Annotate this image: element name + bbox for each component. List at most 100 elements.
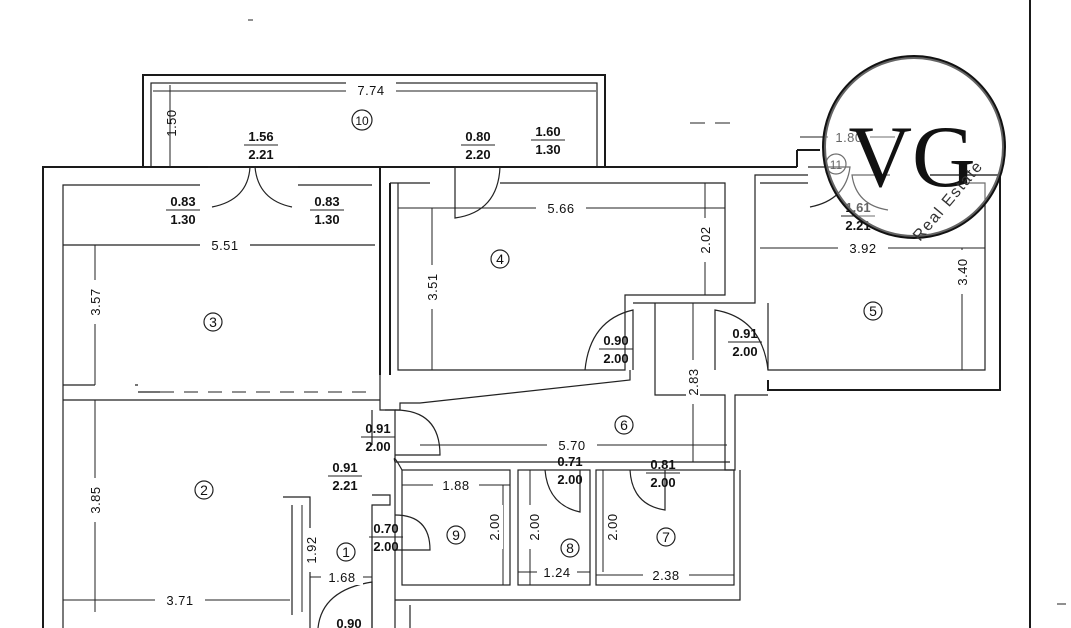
inner-wall-left xyxy=(62,184,372,628)
room-marker-3: 3 xyxy=(203,312,223,332)
dim-label-room1-width: 1.68 xyxy=(328,570,355,585)
dim-label-hall-height: 2.83 xyxy=(686,368,701,395)
logo-letters: VG xyxy=(848,109,975,206)
opening-width: 0.90 xyxy=(603,333,628,348)
opening-width: 0.91 xyxy=(732,326,757,341)
logo-ring xyxy=(822,55,1006,239)
dim-label-room1-depth: 1.92 xyxy=(304,536,319,563)
opening-width: 0.91 xyxy=(365,421,390,436)
room11-door-right xyxy=(851,174,890,211)
dim-label-room9-width: 1.88 xyxy=(442,478,469,493)
dim-label-balcony-width: 7.74 xyxy=(357,83,384,98)
dim-label-room4-depth: 3.51 xyxy=(425,273,440,300)
dimension-labels: 7.74 1.50 5.51 3.57 5.66 3.51 2.02 3.92 … xyxy=(88,82,970,608)
room-marker-2: 2 xyxy=(194,480,214,500)
opening-9: 0.91 2.21 xyxy=(328,460,362,493)
opening-12: 0.70 2.00 xyxy=(369,521,403,554)
dim-label-room5-width: 3.92 xyxy=(849,241,876,256)
opening-width: 0.91 xyxy=(332,460,357,475)
room2-right-wall xyxy=(283,496,311,628)
opening-height: 1.30 xyxy=(170,212,195,227)
dim-label-room5-depth: 3.40 xyxy=(955,258,970,285)
opening-width: 0.81 xyxy=(650,457,675,472)
opening-width: 0.70 xyxy=(373,521,398,536)
opening-height: 2.00 xyxy=(650,475,675,490)
room-marker-8: 8 xyxy=(560,538,580,558)
room4-right-wall xyxy=(633,174,808,304)
room4-inner-wall xyxy=(390,182,726,371)
room1-right-wall xyxy=(371,410,391,628)
opening-height: 2.20 xyxy=(465,147,490,162)
room-number: 3 xyxy=(209,314,217,330)
opening-8: 0.91 2.00 xyxy=(361,421,395,454)
opening-width: 0.90 xyxy=(336,616,361,628)
opening-width: 0.83 xyxy=(314,194,339,209)
room9-door xyxy=(394,514,431,551)
room-number: 6 xyxy=(620,417,628,433)
room5-hall-door xyxy=(714,309,769,371)
dim-label-room7-depth: 2.00 xyxy=(605,513,620,540)
opening-height: 2.21 xyxy=(332,478,357,493)
dim-label-room8-depth: 2.00 xyxy=(527,513,542,540)
room9-walls xyxy=(401,469,511,586)
room-number: 2 xyxy=(200,482,208,498)
vg-real-estate-logo: VG Real Estate xyxy=(822,55,1006,245)
room4-top-outer xyxy=(380,150,798,168)
opening-7: 0.91 2.00 xyxy=(728,326,762,359)
hall-top-wall xyxy=(379,370,631,411)
room-number: 7 xyxy=(662,529,670,545)
opening-width: 1.60 xyxy=(535,124,560,139)
dim-label-room3-depth: 3.57 xyxy=(88,288,103,315)
dim-label-room4-right: 2.02 xyxy=(698,226,713,253)
bottom-wall xyxy=(395,470,741,601)
room2-hall-door xyxy=(394,409,441,456)
room-marker-7: 7 xyxy=(656,527,676,547)
opening-4: 0.83 1.30 xyxy=(310,194,344,227)
room4-door xyxy=(454,166,501,219)
room-number: 10 xyxy=(355,114,369,128)
room4-hall-door xyxy=(584,309,634,371)
room-marker-1: 1 xyxy=(336,542,356,562)
opening-height: 2.00 xyxy=(557,472,582,487)
room-number: 4 xyxy=(496,251,504,267)
room-number: 5 xyxy=(869,303,877,319)
room-number: 11 xyxy=(830,158,843,172)
room-markers: 1 2 3 4 5 6 7 8 9 10 11 xyxy=(194,109,883,562)
opening-13: 0.90 xyxy=(336,616,361,628)
dim-label-room2-depth: 3.85 xyxy=(88,486,103,513)
doors xyxy=(208,166,890,628)
opening-height: 2.00 xyxy=(603,351,628,366)
dim-label-room2-width: 3.71 xyxy=(166,593,193,608)
hall-small-jamb xyxy=(393,457,403,471)
opening-height: 2.00 xyxy=(365,439,390,454)
dim-label-balcony-depth: 1.50 xyxy=(164,109,179,136)
opening-width: 1.56 xyxy=(248,129,273,144)
opening-10: 0.71 2.00 xyxy=(553,454,587,487)
dim-label-room11-width: 1.80 xyxy=(835,130,862,145)
opening-6: 0.90 2.00 xyxy=(599,333,633,366)
room-marker-9: 9 xyxy=(446,525,466,545)
opening-labels: 1.56 2.21 0.80 2.20 1.60 1.30 0.83 1.30 … xyxy=(166,124,875,628)
room-number: 8 xyxy=(566,540,574,556)
room-marker-6: 6 xyxy=(614,415,634,435)
room5-inner-wall xyxy=(760,182,986,371)
stray-marks xyxy=(248,19,1066,605)
room-marker-4: 4 xyxy=(490,249,510,269)
opening-height: 2.21 xyxy=(248,147,273,162)
balcony-door-left xyxy=(208,166,251,208)
balcony-door-right xyxy=(254,166,298,208)
room3-bottom-wall xyxy=(63,384,160,393)
opening-width: 0.71 xyxy=(557,454,582,469)
room7-door xyxy=(629,469,666,511)
room-number: 9 xyxy=(452,527,460,543)
opening-height: 2.00 xyxy=(373,539,398,554)
room11-door-left xyxy=(808,166,851,208)
dim-label-room9-depth: 2.00 xyxy=(487,513,502,540)
opening-width: 0.83 xyxy=(170,194,195,209)
dim-label-room7-width: 2.38 xyxy=(652,568,679,583)
dim-label-room8-width: 1.24 xyxy=(543,565,570,580)
walls xyxy=(42,0,1031,628)
opening-height: 1.30 xyxy=(314,212,339,227)
opening-width: 0.80 xyxy=(465,129,490,144)
